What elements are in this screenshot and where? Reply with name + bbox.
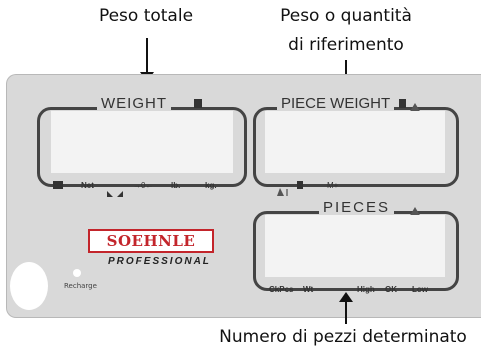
pieces-icon xyxy=(409,202,421,221)
callout-pieces-count: Numero di pezzi determinato xyxy=(219,327,467,347)
piece-weight-label: PIECE WEIGHT xyxy=(277,95,395,112)
piece-weight-indicator-mplus: M+ xyxy=(327,181,339,190)
pieces-lcd xyxy=(265,215,445,277)
pieces-indicator-ok: OK xyxy=(385,285,397,294)
callout-total-weight: Peso totale xyxy=(98,6,194,26)
weight-indicator-kg: kg. xyxy=(205,181,217,190)
weight-tare-icon xyxy=(53,181,63,189)
pieces-indicator-low: Low xyxy=(412,285,428,294)
piece-weight-arrow-pieces-icon xyxy=(277,181,289,200)
recharge-label: Recharge xyxy=(64,282,97,290)
arrow-pieces xyxy=(339,292,353,324)
weight-label: WEIGHT xyxy=(97,95,171,112)
callout-reference-line1: Peso o quantità xyxy=(280,6,412,26)
pieces-indicator-ckpcs: CkPcs xyxy=(269,285,294,294)
brand-name: SOEHNLE xyxy=(106,232,196,250)
weight-indicator-lb: lb. xyxy=(171,181,181,190)
piece-weight-arrow-memory-icon xyxy=(297,181,303,189)
weight-lcd xyxy=(51,111,233,173)
piece-weight-lcd xyxy=(265,111,445,173)
recharge-led-icon xyxy=(73,269,81,277)
soehnle-logo: SOEHNLE xyxy=(88,229,214,253)
weight-stable-icon xyxy=(107,182,123,197)
piece-weight-pieces-icon xyxy=(409,98,421,117)
callout-reference-line2: di riferimento xyxy=(288,35,404,55)
scale-display-panel: WEIGHT Net →0← lb. kg. PIECE WEIGHT M+ P… xyxy=(6,74,481,318)
weight-indicator-zero: →0← xyxy=(133,181,154,190)
piece-weight-memory-icon xyxy=(399,99,406,108)
weight-memory-icon xyxy=(194,99,202,108)
brand-tagline: PROFESSIONAL xyxy=(108,256,211,267)
pieces-indicator-wt: Wt xyxy=(303,285,314,294)
pieces-indicator-high: High xyxy=(357,285,375,294)
weight-indicator-net: Net xyxy=(81,181,94,190)
pieces-label: PIECES xyxy=(319,199,395,216)
power-button[interactable] xyxy=(10,262,48,310)
